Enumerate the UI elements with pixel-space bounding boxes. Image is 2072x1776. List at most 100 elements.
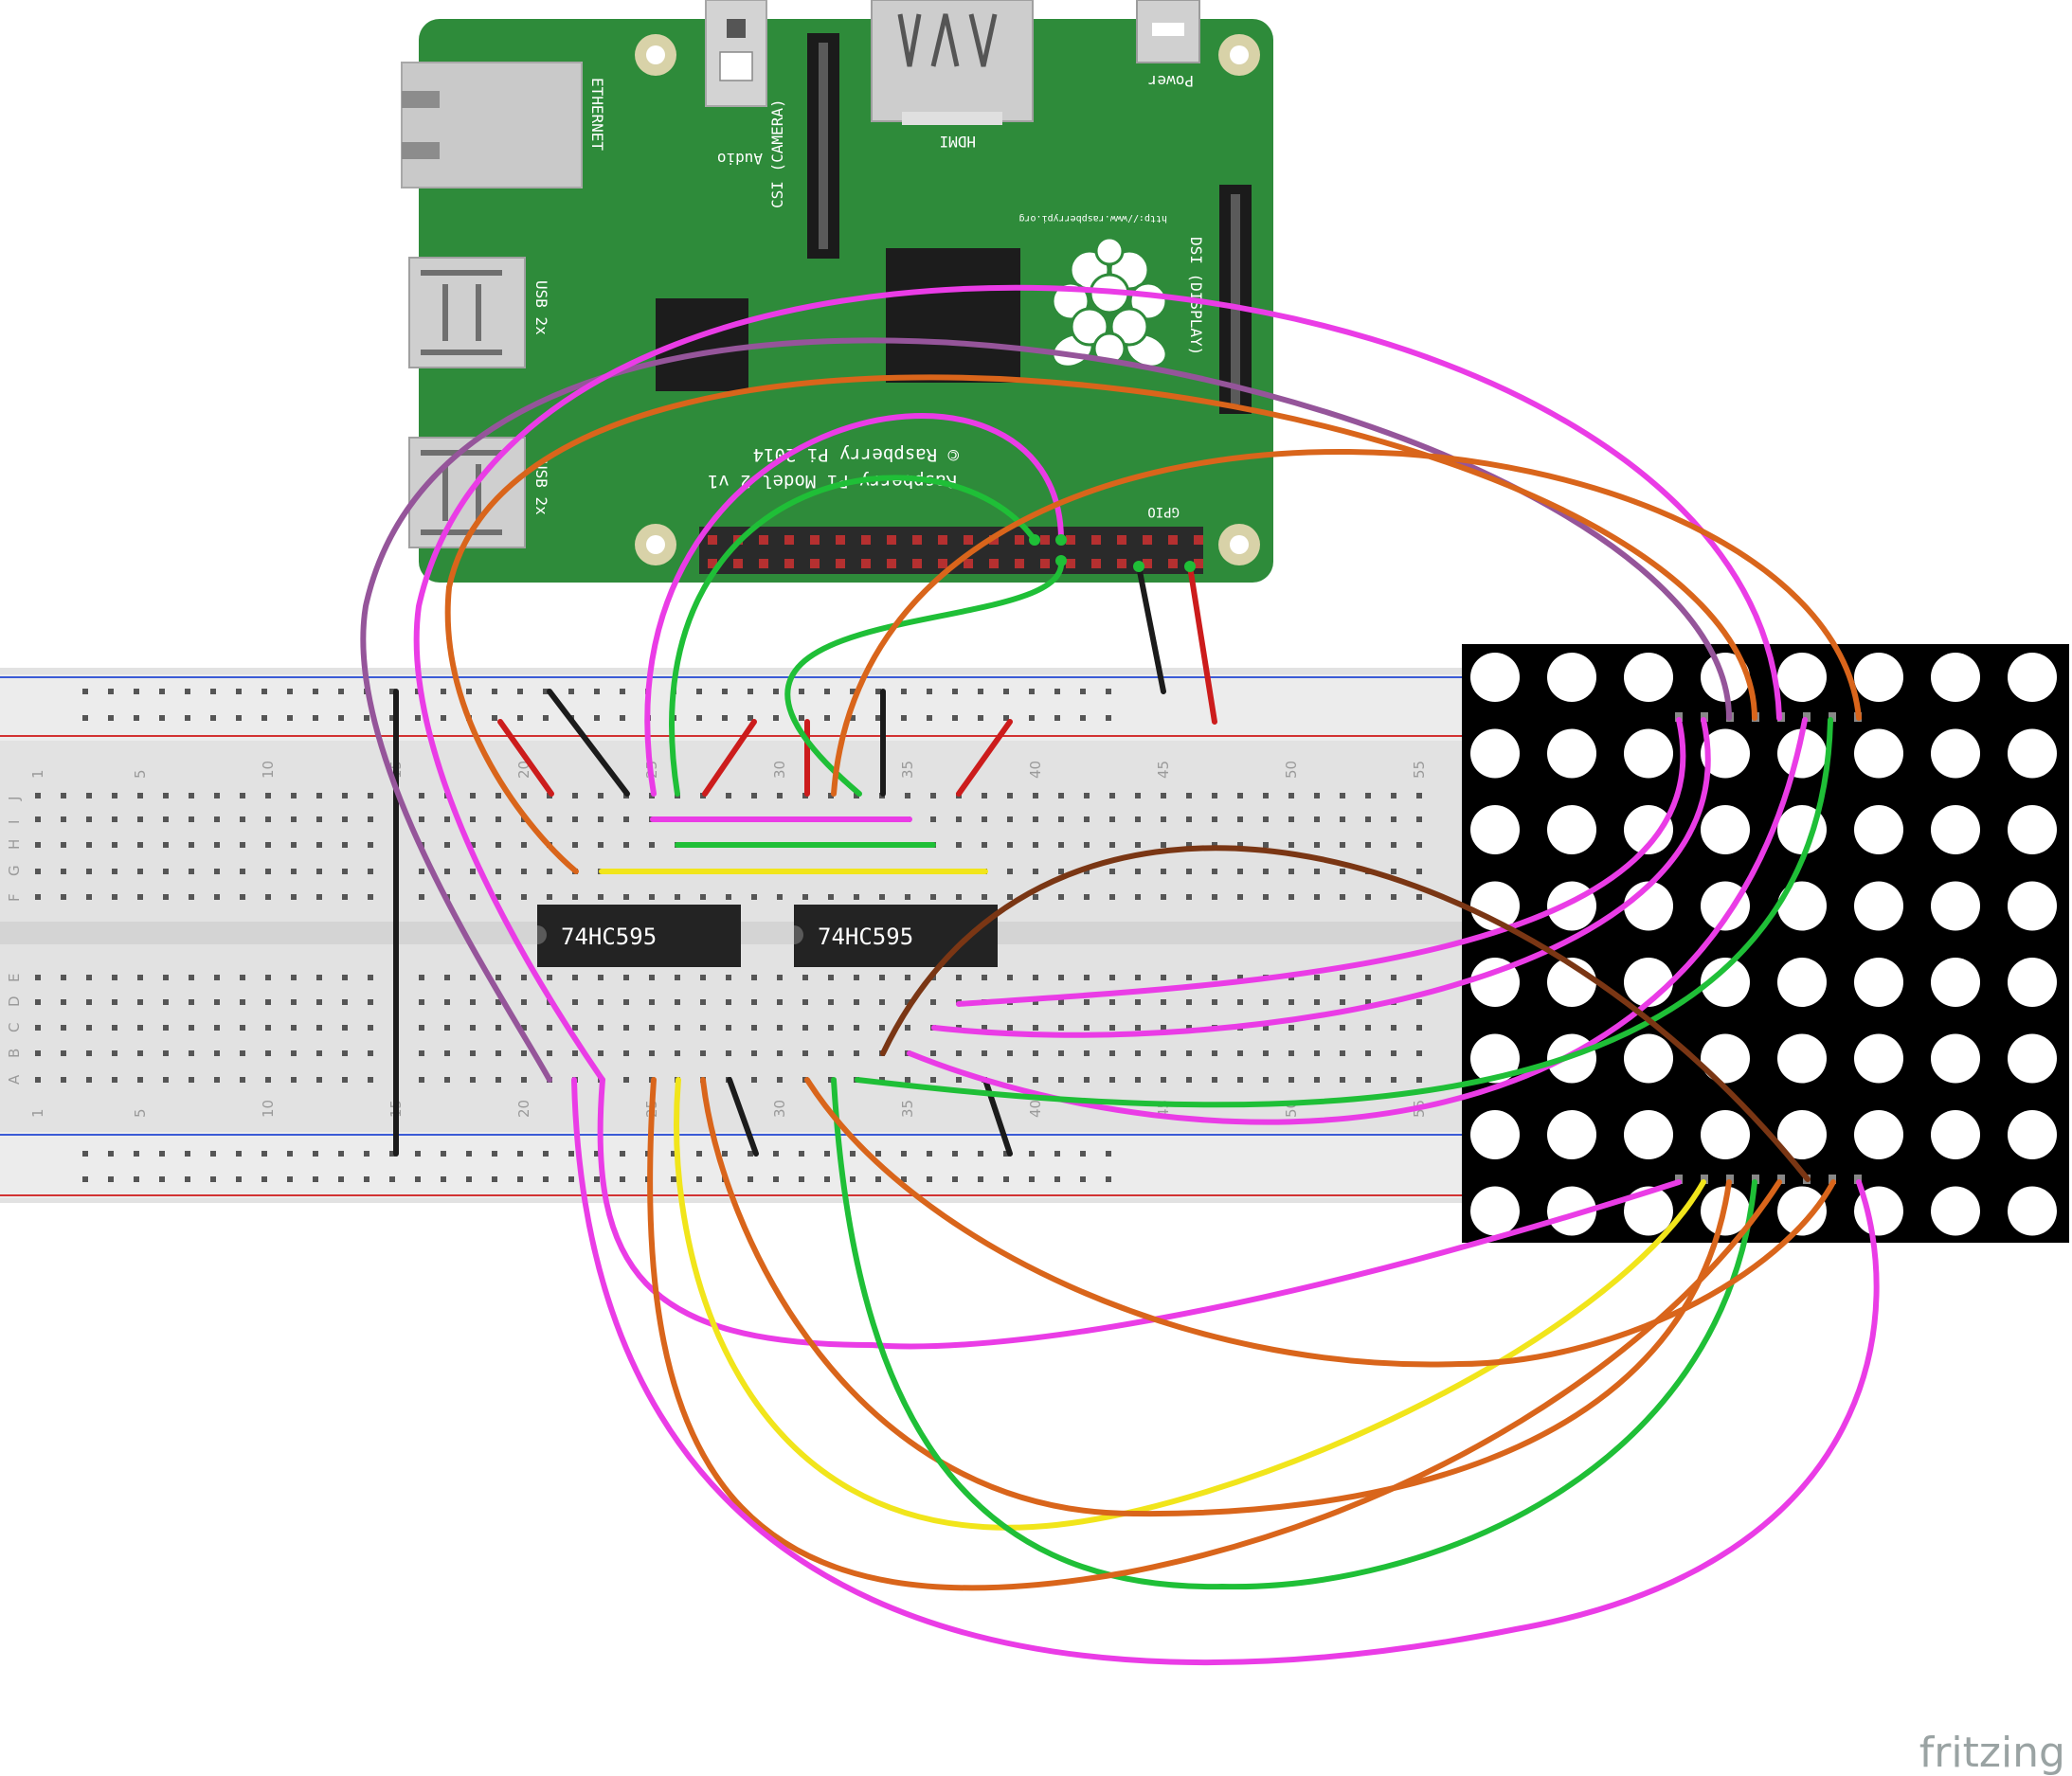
led-dot — [1931, 1110, 1980, 1159]
breadboard-hole — [86, 1077, 92, 1083]
chip-body — [537, 905, 741, 967]
rail-hole — [875, 1151, 881, 1157]
rail-hole — [799, 1176, 804, 1182]
breadboard-hole — [547, 869, 552, 874]
column-number: 20 — [515, 1100, 532, 1118]
rail-hole — [543, 1151, 549, 1157]
raspberry-pi-board: ETHERNET USB 2x USB 2x Audio CSI (CAMERA… — [401, 0, 1273, 583]
rail-hole — [978, 1151, 983, 1157]
breadboard-hole — [291, 1077, 297, 1083]
rail-hole — [210, 1176, 216, 1182]
wire-magenta-bottom-1 — [597, 1077, 1682, 1350]
breadboard-hole — [368, 975, 373, 980]
breadboard-hole — [930, 1077, 936, 1083]
breadboard-hole — [1212, 816, 1217, 822]
breadboard-hole — [1288, 842, 1294, 848]
rail-hole — [389, 715, 395, 721]
breadboard-hole — [1058, 793, 1064, 798]
breadboard-hole — [1288, 869, 1294, 874]
breadboard-hole — [419, 999, 424, 1005]
breadboard-hole — [342, 1025, 348, 1031]
led-dot — [2008, 653, 2057, 702]
breadboard-hole — [700, 1025, 706, 1031]
breadboard-hole — [1314, 869, 1320, 874]
rail-hole — [952, 715, 958, 721]
breadboard-hole — [930, 894, 936, 900]
breadboard-hole — [547, 816, 552, 822]
breadboard-hole — [112, 1025, 117, 1031]
rail-hole — [441, 1176, 446, 1182]
row-letter: E — [6, 974, 23, 982]
rail-hole — [875, 1176, 881, 1182]
usb-port-top — [408, 257, 526, 368]
rail-hole — [313, 715, 318, 721]
breadboard-hole — [1314, 1077, 1320, 1083]
led-dot — [1701, 1033, 1750, 1084]
breadboard-hole — [777, 1050, 783, 1056]
rail-hole — [875, 715, 881, 721]
breadboard-hole — [1161, 1025, 1166, 1031]
breadboard-hole — [1212, 975, 1217, 980]
rail-hole — [824, 715, 830, 721]
breadboard-hole — [572, 793, 578, 798]
breadboard-hole — [598, 975, 604, 980]
breadboard-hole — [1186, 869, 1192, 874]
matrix-pin-bottom — [1854, 1175, 1862, 1184]
breadboard-hole — [751, 1077, 757, 1083]
breadboard-hole — [470, 975, 476, 980]
breadboard-hole — [1237, 1077, 1243, 1083]
breadboard-hole — [240, 894, 245, 900]
rail-hole — [1080, 1176, 1086, 1182]
led-dot — [1624, 805, 1673, 854]
led-dot — [1777, 1110, 1827, 1159]
breadboard-hole — [1007, 975, 1013, 980]
breadboard-hole — [1033, 816, 1038, 822]
breadboard-hole — [675, 975, 680, 980]
breadboard-hole — [1161, 1050, 1166, 1056]
breadboard-hole — [368, 816, 373, 822]
breadboard-hole — [521, 1050, 527, 1056]
breadboard-hole — [751, 793, 757, 798]
matrix-pin-top — [1803, 712, 1811, 722]
rail-hole — [952, 1176, 958, 1182]
matrix-pin-bottom — [1701, 1175, 1708, 1184]
rail-hole — [620, 1176, 625, 1182]
display-connector — [1219, 185, 1252, 414]
rail-hole — [568, 1151, 574, 1157]
breadboard-hole — [240, 1050, 245, 1056]
rail-hole — [82, 715, 88, 721]
breadboard-hole — [419, 1050, 424, 1056]
breadboard-hole — [444, 1025, 450, 1031]
breadboard-hole — [623, 894, 629, 900]
breadboard-hole — [470, 842, 476, 848]
breadboard-hole — [265, 1077, 271, 1083]
breadboard-hole — [112, 1077, 117, 1083]
breadboard-hole — [1237, 1050, 1243, 1056]
breadboard-hole — [163, 999, 169, 1005]
breadboard-hole — [1340, 1077, 1345, 1083]
breadboard-hole — [726, 999, 731, 1005]
breadboard-hole — [1365, 999, 1371, 1005]
breadboard-hole — [189, 999, 194, 1005]
breadboard-hole — [35, 816, 41, 822]
rail-hole — [901, 1151, 907, 1157]
breadboard-hole — [1237, 816, 1243, 822]
led-dot — [1777, 881, 1827, 931]
breadboard-hole — [368, 894, 373, 900]
breadboard-hole — [1109, 999, 1115, 1005]
led-matrix-8x8 — [1462, 644, 2069, 1243]
led-dot — [1777, 653, 1827, 702]
gpio-pin — [1143, 535, 1152, 545]
row-letter: F — [6, 893, 23, 902]
breadboard-hole — [777, 999, 783, 1005]
breadboard-hole — [982, 1050, 987, 1056]
breadboard-hole — [470, 999, 476, 1005]
breadboard-hole — [751, 975, 757, 980]
wire-black-gnd-3 — [727, 1077, 759, 1157]
rail-hole — [287, 1176, 293, 1182]
breadboard-hole — [86, 999, 92, 1005]
breadboard-hole — [35, 1050, 41, 1056]
gpio-pin — [861, 535, 871, 545]
breadboard-hole — [1416, 816, 1422, 822]
breadboard-hole — [419, 793, 424, 798]
